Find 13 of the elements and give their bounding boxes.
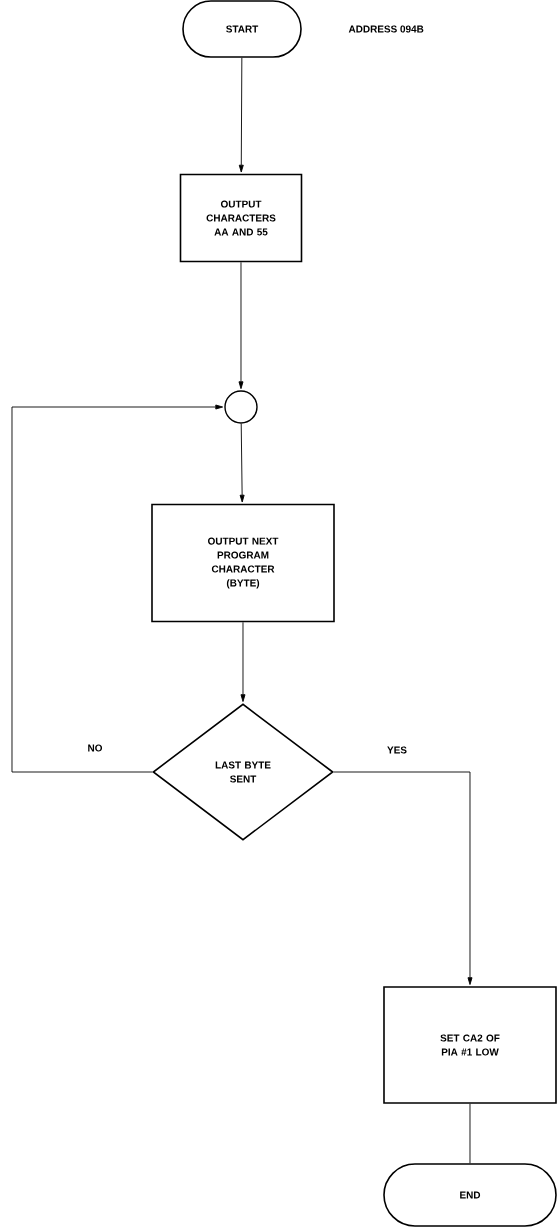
connector-circle xyxy=(224,390,258,424)
arrow xyxy=(238,261,244,390)
arrow xyxy=(239,423,245,503)
arrow xyxy=(240,621,246,702)
address-note: ADDRESS 094B xyxy=(348,25,424,33)
arrow xyxy=(238,57,244,173)
process-box: OUTPUT CHARACTERS AA AND 55 xyxy=(179,173,303,263)
edge-label: YES xyxy=(386,745,408,755)
process-box: OUTPUT NEXT PROGRAM CHARACTER (BYTE) xyxy=(151,503,335,623)
edge-label: NO xyxy=(86,743,104,753)
arrow xyxy=(11,404,224,773)
process-box: SET CA2 OF PIA #1 LOW xyxy=(383,986,557,1104)
arrow xyxy=(333,771,473,985)
